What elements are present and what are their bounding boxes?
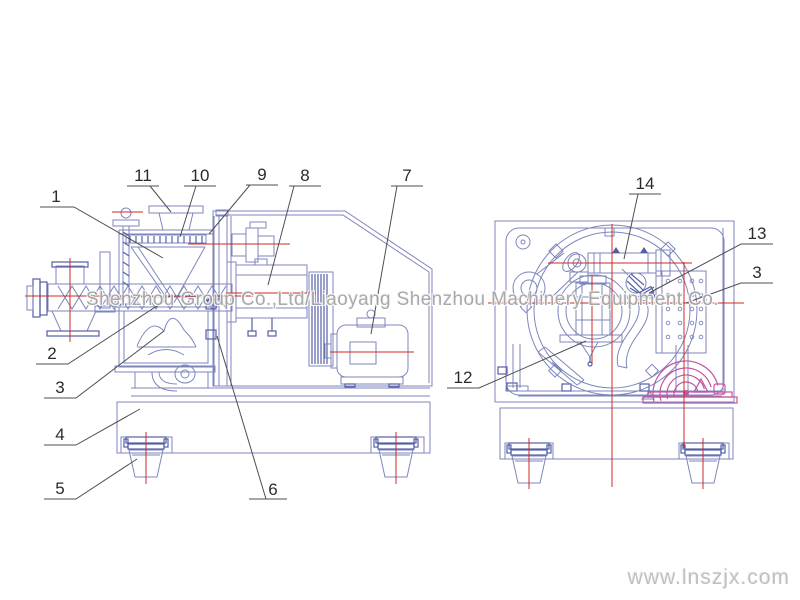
callout-label: 14 xyxy=(636,174,655,193)
callout-label: 3 xyxy=(752,263,761,282)
left-base xyxy=(116,387,431,478)
website-url: www.lnszjx.com xyxy=(627,566,790,589)
callout-label: 11 xyxy=(134,166,152,185)
interior-brackets xyxy=(497,344,585,392)
callout-label: 6 xyxy=(268,480,277,499)
callout-1: 1 xyxy=(40,187,164,259)
belt-pulley xyxy=(308,271,334,367)
callout-3-right: 3 xyxy=(685,263,773,304)
mill-housing xyxy=(114,205,218,392)
door-handle xyxy=(616,298,649,369)
callout-label: 10 xyxy=(191,166,210,185)
cabinet xyxy=(494,220,735,403)
callout-label: 8 xyxy=(300,166,309,185)
callout-label: 4 xyxy=(55,425,64,444)
callout-10: 10 xyxy=(179,166,216,238)
rotor-assembly xyxy=(557,274,631,367)
hatched-knob xyxy=(621,268,647,295)
callout-8: 8 xyxy=(267,166,321,286)
callout-label: 3 xyxy=(55,378,64,397)
callouts: 1 2 3 4 5 6 7 8 xyxy=(36,165,773,500)
callout-9: 9 xyxy=(208,165,278,235)
callout-label: 13 xyxy=(748,224,767,243)
callout-label: 5 xyxy=(55,479,64,498)
grinding-drum xyxy=(226,258,308,337)
callout-5: 5 xyxy=(44,458,138,500)
callout-7: 7 xyxy=(370,166,423,335)
callout-4: 4 xyxy=(44,408,141,446)
callout-3-left: 3 xyxy=(44,330,165,399)
callout-2: 2 xyxy=(36,299,167,365)
latch-hardware xyxy=(637,285,656,300)
callout-6: 6 xyxy=(216,335,287,500)
side-section-view xyxy=(25,205,433,484)
feed-pipe-end xyxy=(512,252,580,305)
door-column xyxy=(205,209,232,386)
right-base xyxy=(497,401,734,484)
bolt-plate xyxy=(655,270,707,354)
callout-label: 9 xyxy=(257,165,266,184)
callout-13: 13 xyxy=(648,224,773,294)
end-view xyxy=(488,220,744,489)
bearing-assembly xyxy=(231,221,275,263)
callout-11: 11 xyxy=(127,166,172,213)
motor xyxy=(324,309,409,388)
callout-label: 2 xyxy=(47,344,56,363)
callout-label: 7 xyxy=(402,166,411,185)
callout-label: 1 xyxy=(51,187,60,206)
callout-14: 14 xyxy=(623,174,661,260)
handwheel-bracket xyxy=(640,345,738,404)
callout-label: 12 xyxy=(454,368,473,387)
right-centerlines xyxy=(488,224,744,489)
callout-12: 12 xyxy=(447,340,587,389)
left-centerlines xyxy=(25,211,414,484)
